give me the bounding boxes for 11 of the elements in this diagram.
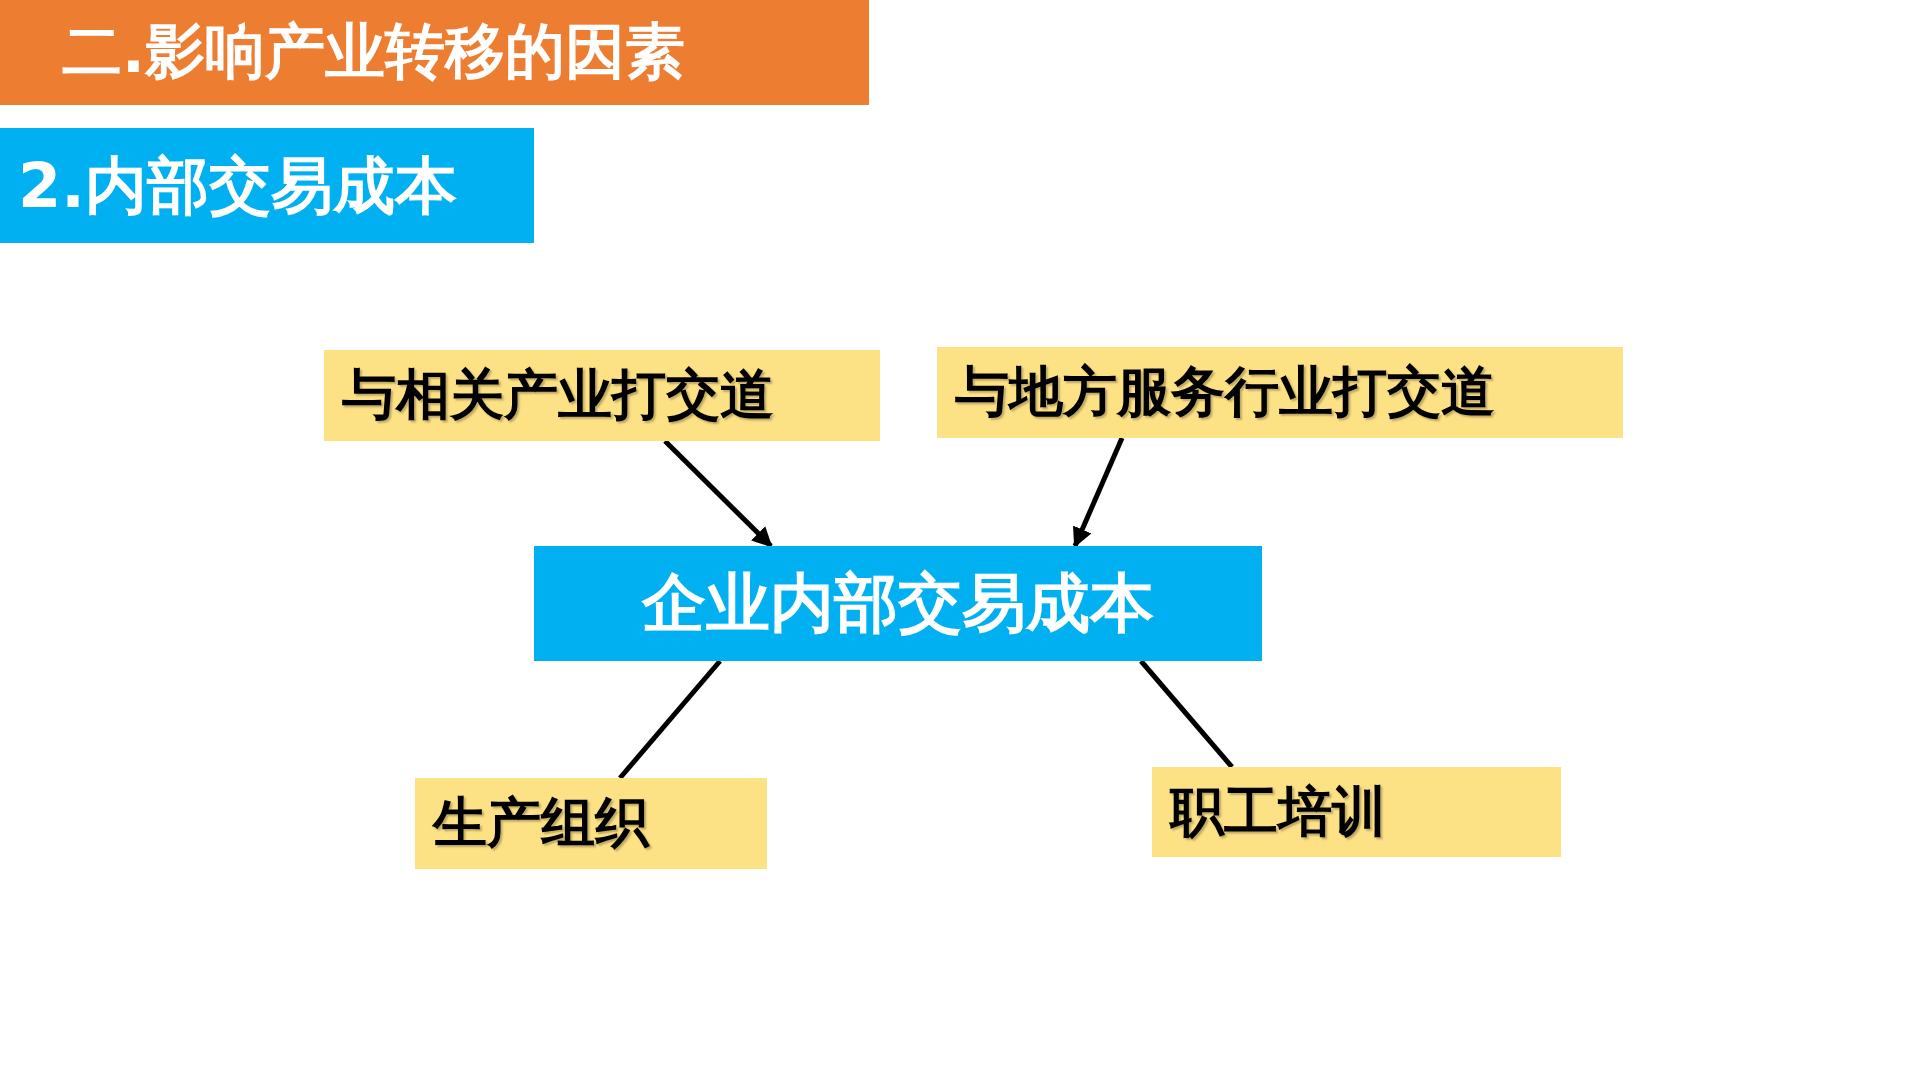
- factor-box: 与相关产业打交道: [324, 350, 880, 441]
- central-box: 企业内部交易成本: [534, 546, 1262, 661]
- connector-line: [1139, 659, 1234, 769]
- title-banner: 二.影响产业转移的因素: [0, 0, 869, 105]
- connector-line: [618, 659, 722, 780]
- factor-box: 与地方服务行业打交道: [937, 347, 1623, 438]
- arrow: [663, 439, 773, 548]
- factor-box: 生产组织: [415, 778, 767, 869]
- factor-box: 职工培训: [1152, 767, 1561, 857]
- subtitle-banner: 2.内部交易成本: [0, 128, 534, 243]
- arrow: [1072, 437, 1125, 548]
